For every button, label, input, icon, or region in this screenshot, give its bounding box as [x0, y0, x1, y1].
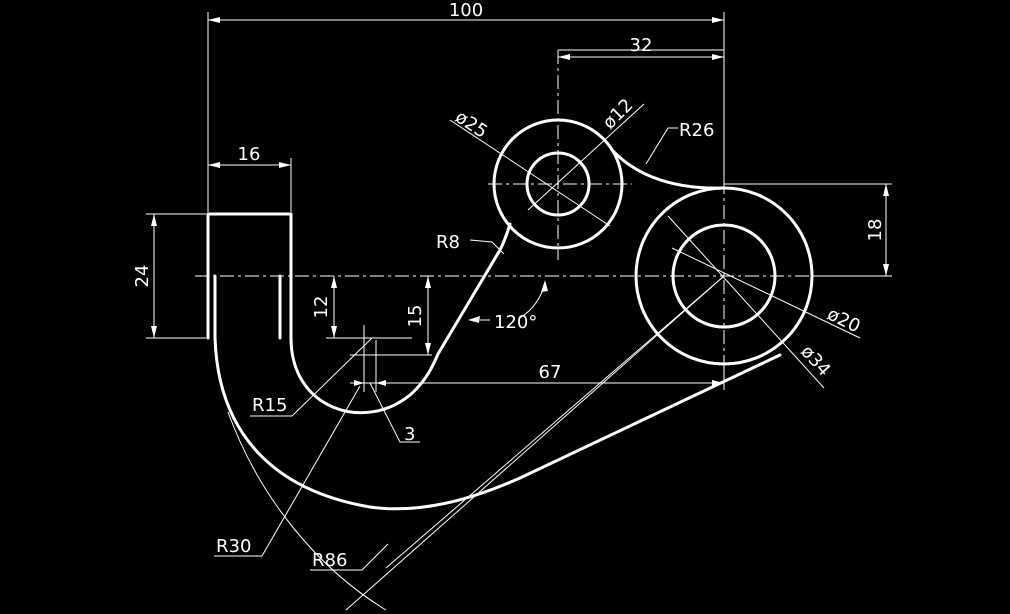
angle-label: 120° [494, 312, 537, 333]
r30-leader [214, 385, 361, 557]
d20-leader [671, 247, 861, 339]
arrowhead [354, 380, 364, 386]
arrowhead [712, 17, 724, 23]
d12-label: ø12 [599, 95, 638, 134]
r15-leader [250, 337, 373, 417]
arrowhead [425, 343, 431, 355]
r86-construction-arc [227, 411, 387, 611]
d12-leader [527, 103, 645, 211]
r86-label: R86 [312, 550, 347, 571]
r8-label: R8 [436, 232, 460, 253]
dim-15-label: 15 [405, 305, 426, 328]
dim-18-label: 18 [865, 219, 886, 242]
dim-24-label: 24 [132, 265, 153, 288]
dim-3-leader [369, 382, 420, 443]
r26-fillet-arc [610, 148, 726, 190]
arrowhead [425, 276, 431, 288]
r26-label: R26 [679, 120, 714, 141]
arrowhead [883, 264, 889, 276]
dim-100-label: 100 [449, 0, 483, 21]
upper-boss-outer-circle [492, 118, 624, 250]
d34-label: ø34 [796, 341, 834, 380]
r15-label: R15 [252, 395, 287, 416]
r30-label: R30 [216, 536, 251, 557]
dim-32-label: 32 [630, 35, 653, 56]
arrowhead [279, 162, 291, 168]
r86-leader [310, 543, 389, 571]
dim-67-label: 67 [539, 362, 562, 383]
dim-12-label: 12 [311, 296, 332, 319]
r86-radius-line [345, 275, 725, 611]
left-end-rectangle [206, 212, 293, 340]
r8-leader [469, 239, 505, 255]
dim-16-label: 16 [238, 144, 261, 165]
arrowhead [468, 316, 480, 323]
dim-3-label: 3 [404, 424, 415, 445]
arrowhead [151, 214, 157, 226]
inner-slot-contour [289, 222, 512, 415]
arrowhead [331, 276, 337, 288]
d20-label: ø20 [824, 304, 864, 338]
r26-leader [645, 127, 678, 165]
arrowhead [541, 280, 548, 292]
arrowhead [151, 326, 157, 338]
arrowhead [331, 326, 337, 338]
d34-leader [667, 215, 825, 389]
upper-boss-hole [525, 151, 591, 217]
d25-label: ø25 [451, 107, 491, 143]
arrowhead [208, 17, 220, 23]
arrowhead [883, 184, 889, 196]
right-boss-hole [671, 223, 777, 329]
d25-leader [449, 119, 611, 227]
arrowhead [208, 162, 220, 168]
arrowhead [712, 380, 724, 386]
lower-tangent-line [518, 353, 782, 480]
r86-construction-line [385, 275, 725, 569]
outer-r30-contour [213, 336, 522, 511]
